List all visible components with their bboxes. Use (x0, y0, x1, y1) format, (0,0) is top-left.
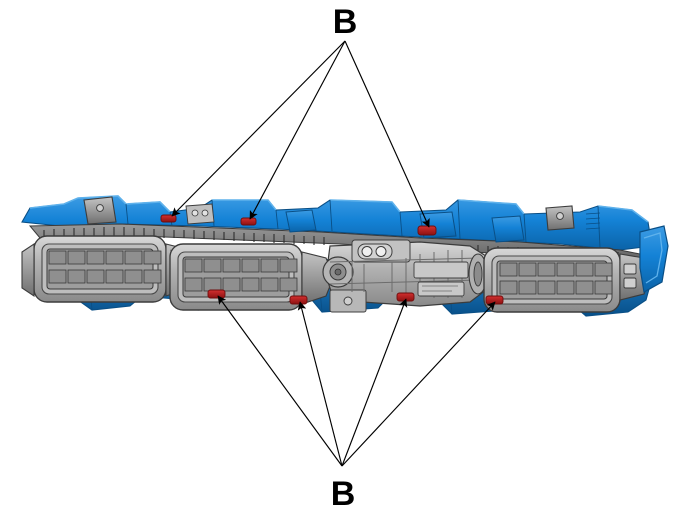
latch-grooves (585, 212, 601, 230)
red-marker-bottom-1 (207, 289, 226, 299)
mount-posts (83, 196, 575, 231)
leader-bottom-3 (341, 298, 408, 467)
bracket-fastener (343, 296, 353, 306)
red-marker-top-2 (240, 217, 257, 226)
leader-top-1 (171, 40, 346, 217)
callout-label-bottom: B (331, 475, 356, 513)
mechanism-right-barrel-bore (473, 261, 483, 287)
red-marker-top-1 (160, 214, 177, 223)
leader-bottom-4 (341, 301, 496, 467)
mechanism-hub-core (334, 268, 342, 276)
callout-leaders-top (171, 40, 430, 228)
mount-post-left-hole (96, 204, 104, 212)
leader-top-2 (249, 40, 346, 220)
callout-label-top: B (333, 3, 358, 41)
latch-finger-right (491, 215, 525, 243)
mount-pad-hole-b (201, 209, 209, 217)
mechanism-lower-panel (417, 281, 465, 297)
end-tab-highlight (643, 232, 663, 284)
central-mechanism (322, 239, 488, 313)
mount-post-right-hole (556, 212, 564, 220)
mount-pad-center-left (185, 203, 215, 225)
endfitting-port-lower (623, 277, 637, 289)
leader-bottom-2 (297, 301, 343, 467)
panel-grooves (422, 285, 458, 292)
housing-top-highlight-2 (212, 199, 277, 211)
leader-top-3 (344, 40, 430, 228)
latch-finger-left (285, 209, 317, 233)
housing-top-highlight-4 (457, 199, 525, 215)
connector-block-center (169, 243, 335, 311)
connector-module-assembly (21, 195, 669, 317)
gauge-port-right (375, 246, 387, 257)
endfitting-port-upper (623, 263, 637, 275)
leader-bottom-1 (217, 295, 343, 467)
red-marker-top-3 (417, 225, 437, 236)
housing-top-highlight-3 (329, 199, 401, 213)
mount-pad-hole-a (191, 209, 199, 217)
callout-leaders-bottom (217, 295, 496, 467)
connector-endcap-left (21, 242, 35, 298)
red-marker-bottom-2 (289, 295, 308, 305)
gauge-port-left (361, 246, 373, 257)
connector-block-right (483, 247, 653, 313)
housing-top-highlight-1 (29, 195, 171, 213)
housing-top-highlight-5 (597, 205, 649, 223)
blue-end-tab-right (639, 225, 669, 293)
mechanism-mid-panel (413, 261, 469, 279)
